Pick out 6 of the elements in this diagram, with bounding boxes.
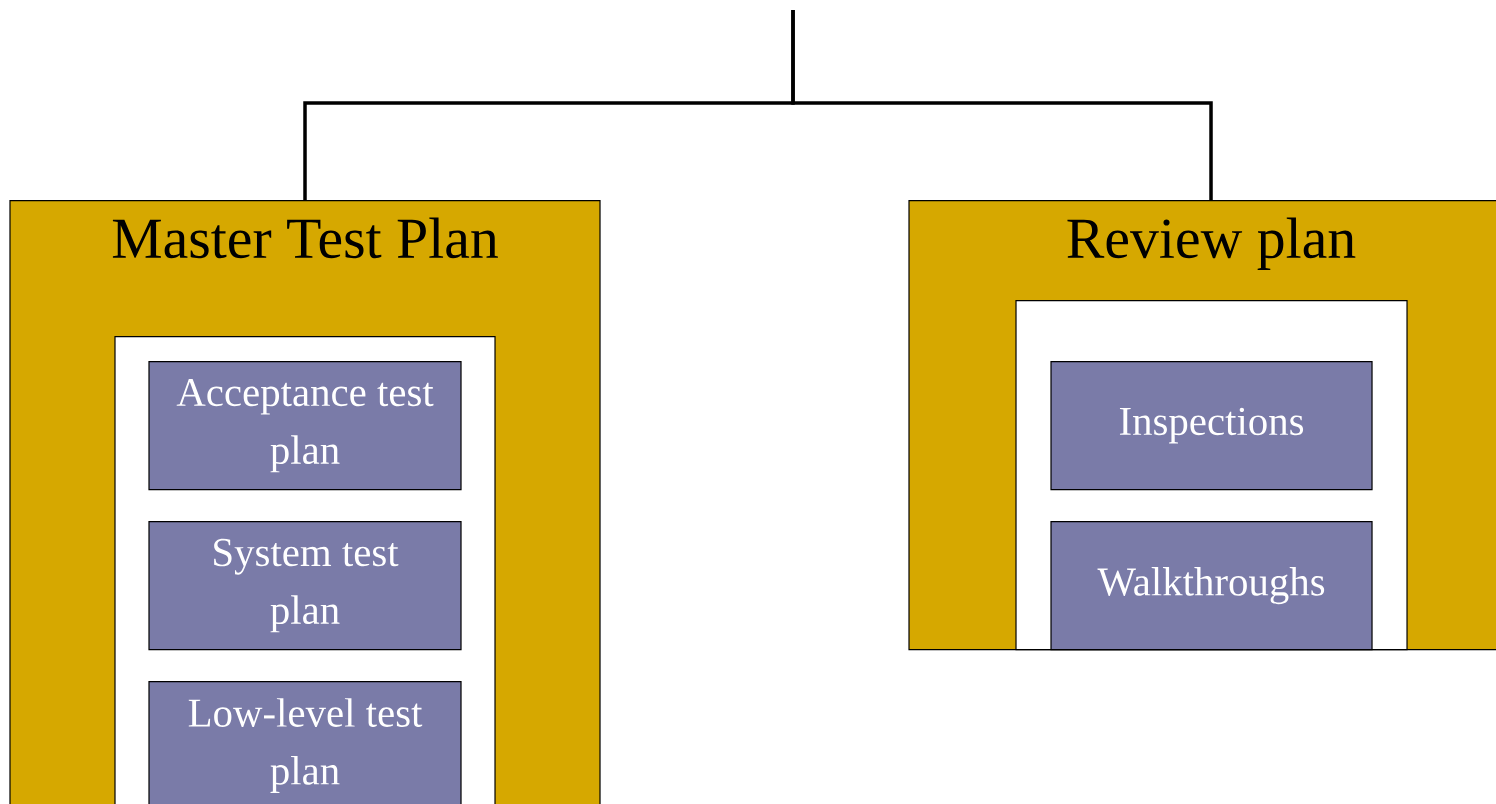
plan-box: Acceptance test plan [148, 361, 462, 491]
plan-box: Walkthroughs [1050, 521, 1373, 651]
connector-line [791, 10, 1213, 200]
plan-box: System test plan [148, 521, 462, 651]
plan-box: Low-level test plan [148, 681, 462, 804]
plan-box: Inspections [1050, 361, 1373, 491]
